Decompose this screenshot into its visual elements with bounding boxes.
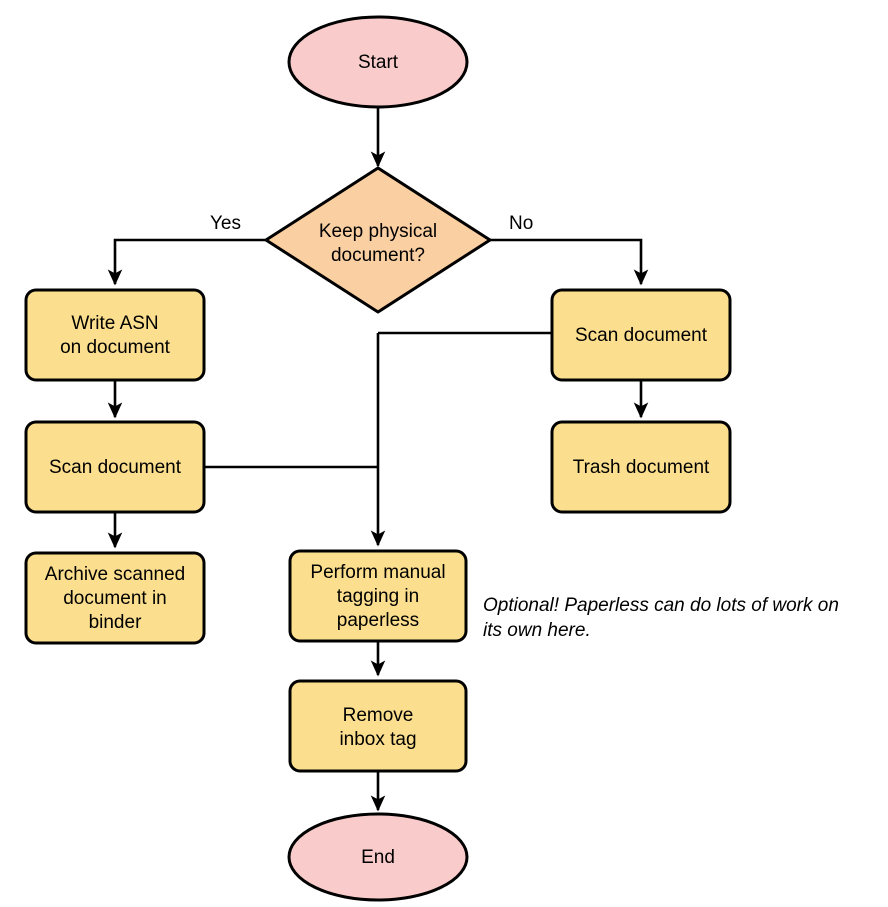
start-ellipse — [287, 15, 469, 109]
trash-label: Trash document — [573, 457, 710, 478]
node-tagging[interactable]: Perform manual tagging in paperless — [288, 549, 468, 643]
optional-note-line2: its own here. — [483, 620, 591, 641]
optional-note: Optional! Paperless can do lots of work … — [483, 595, 839, 641]
connector-layer — [107, 104, 649, 812]
start-label: Start — [358, 52, 399, 73]
decision-label-line1: Keep physical — [319, 221, 437, 242]
optional-note-line1: Optional! Paperless can do lots of work … — [483, 595, 839, 616]
decision-diamond — [264, 166, 492, 314]
archive-label-line3: binder — [89, 612, 142, 633]
archive-label-line2: document in — [63, 588, 167, 609]
archive-label-line1: Archive scanned — [45, 564, 185, 585]
scan-left-label: Scan document — [49, 457, 182, 478]
node-write-asn[interactable]: Write ASN on document — [24, 288, 206, 382]
write-asn-label-line2: on document — [60, 337, 171, 358]
edge-decision-to-write-asn — [107, 238, 266, 286]
node-scan-right[interactable]: Scan document — [550, 288, 732, 382]
node-remove-inbox[interactable]: Remove inbox tag — [288, 679, 468, 773]
remove-inbox-label-line1: Remove — [343, 705, 414, 726]
scan-right-label: Scan document — [575, 325, 708, 346]
node-archive[interactable]: Archive scanned document in binder — [24, 551, 206, 645]
archive-box — [24, 551, 206, 645]
edge-label-yes: Yes — [210, 213, 241, 234]
node-start[interactable]: Start — [287, 15, 469, 109]
edge-label-no: No — [509, 213, 533, 234]
write-asn-label-line1: Write ASN — [71, 313, 158, 334]
tagging-label-line2: tagging in — [337, 586, 419, 607]
node-end[interactable]: End — [287, 812, 469, 902]
node-trash[interactable]: Trash document — [550, 420, 732, 514]
tagging-box — [288, 549, 468, 643]
end-label: End — [361, 847, 395, 868]
decision-label-line2: document? — [331, 245, 425, 266]
tagging-label-line1: Perform manual — [310, 562, 445, 583]
write-asn-box — [24, 288, 206, 382]
scan-right-box — [550, 288, 732, 382]
trash-box — [550, 420, 732, 514]
end-ellipse — [287, 812, 469, 902]
scan-left-box — [24, 420, 206, 514]
remove-inbox-label-line2: inbox tag — [339, 729, 416, 750]
edge-decision-to-scan-right — [490, 238, 649, 286]
node-scan-left[interactable]: Scan document — [24, 420, 206, 514]
tagging-label-line3: paperless — [337, 610, 419, 631]
node-decision[interactable]: Keep physical document? — [264, 166, 492, 314]
remove-inbox-box — [288, 679, 468, 773]
